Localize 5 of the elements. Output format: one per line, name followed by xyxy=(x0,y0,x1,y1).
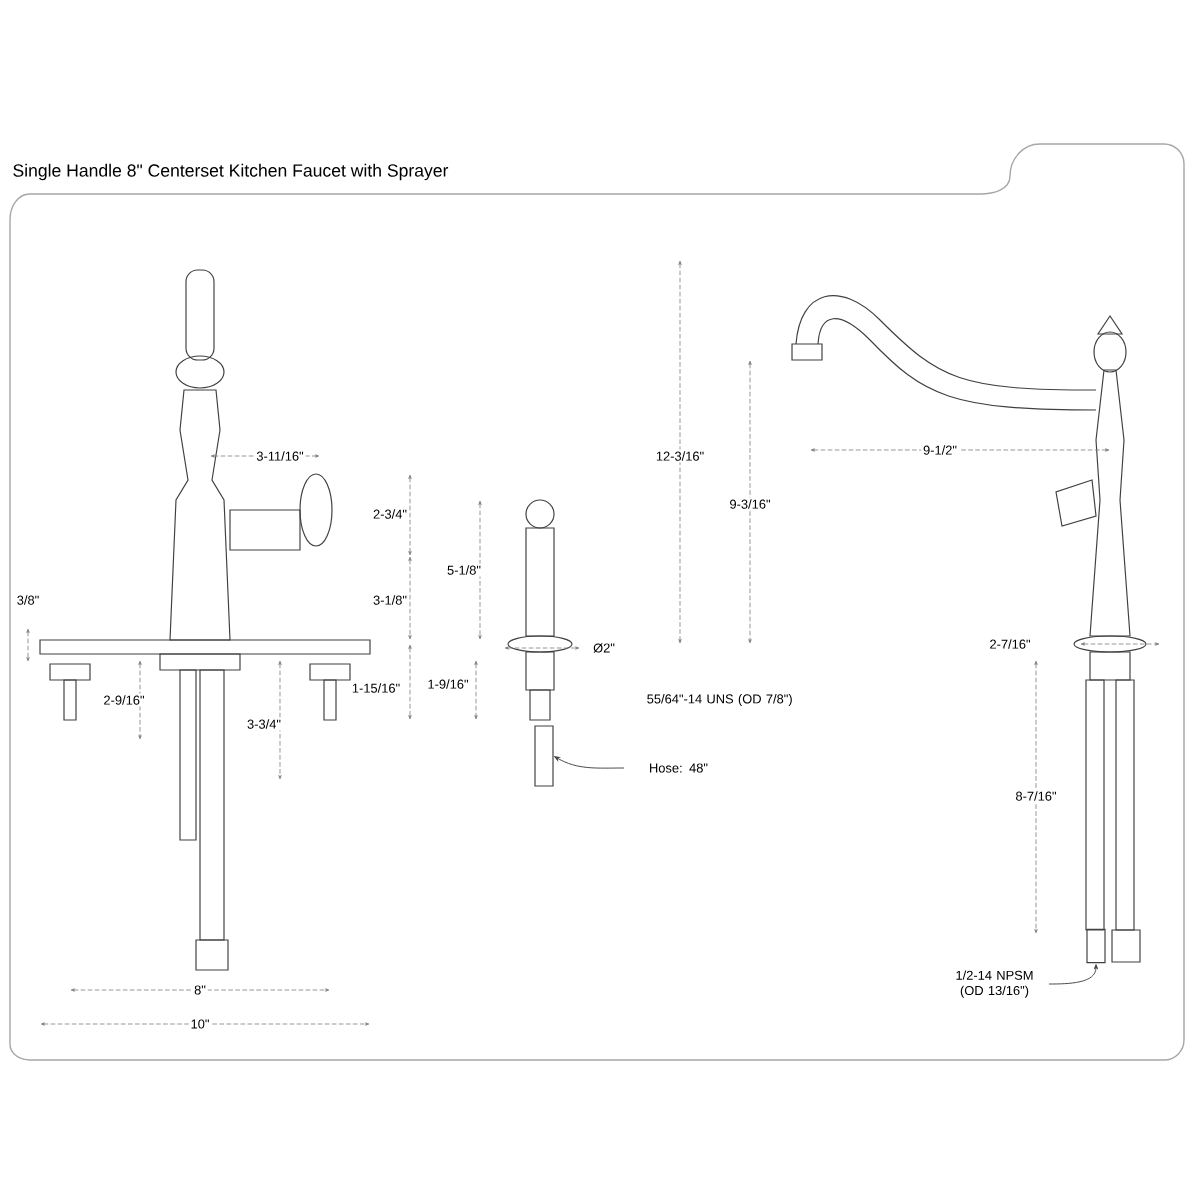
leader-line xyxy=(1048,964,1099,985)
fitting-drawing xyxy=(1086,928,1106,964)
leader-line xyxy=(554,756,625,769)
hose-drawing xyxy=(534,725,554,787)
subtitle: Single Handle 8" Centerset Kitchen Faucet with Sprayer xyxy=(13,163,449,181)
